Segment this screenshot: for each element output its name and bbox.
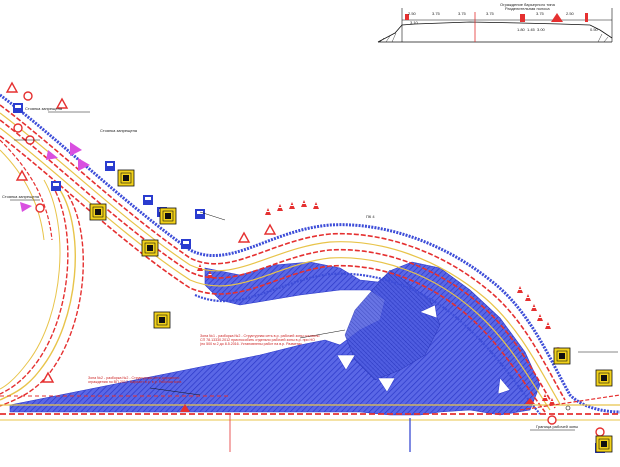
label-work-zone-boundary: Граница рабочей зоны (536, 424, 578, 429)
cs-dim-6: 2.50 (566, 11, 575, 16)
cs-header-note: Ограждение барьерного типа (500, 2, 556, 7)
warning-flag-icon (20, 142, 90, 212)
left-loop-road (0, 139, 84, 407)
cross-section: 2.50 3.75 3.75 3.75 3.75 2.50 Ограждение… (377, 2, 613, 43)
label-km: ПК 4 (366, 214, 375, 219)
label-no-parking-1: Стоянка запрещена (25, 106, 63, 111)
leader-lines (10, 111, 618, 431)
work-zone-hatch (9, 261, 541, 416)
cs-dim-3: 3.75 (458, 11, 467, 16)
cs-dim-5: 3.75 (536, 11, 545, 16)
cs-small-1: 3.10 (410, 20, 419, 25)
cs-small-3: 1.45 (527, 27, 536, 32)
zone-note-2-text: Зона №2 - разборка №2 - Структурная сеть… (88, 376, 182, 385)
zone-note-1: Зона №1 - разборка №2 - Структурная сеть… (200, 334, 320, 347)
cs-dim-4: 3.75 (486, 11, 495, 16)
cs-small-5: 0.50 (590, 27, 599, 32)
main-road (0, 93, 620, 415)
zone-note-1-text: Зона №1 - разборка №2 - Структурная сеть… (200, 334, 320, 347)
label-no-parking-3: Стоянка запрещена (2, 194, 40, 199)
cs-small-4: 3.00 (537, 27, 546, 32)
bottom-markers (180, 398, 571, 412)
zone-note-2: Зона №2 - разборка №2 - Структурная сеть… (88, 376, 182, 385)
cs-dim-2: 3.75 (432, 11, 441, 16)
bottom-road (0, 394, 620, 452)
cs-small-2: 1.80 (517, 27, 526, 32)
cs-dim-1: 2.50 (408, 11, 417, 16)
label-no-parking-2: Стоянка запрещена (100, 128, 138, 133)
cs-header-note-2: Разделительная полоса (505, 6, 550, 11)
